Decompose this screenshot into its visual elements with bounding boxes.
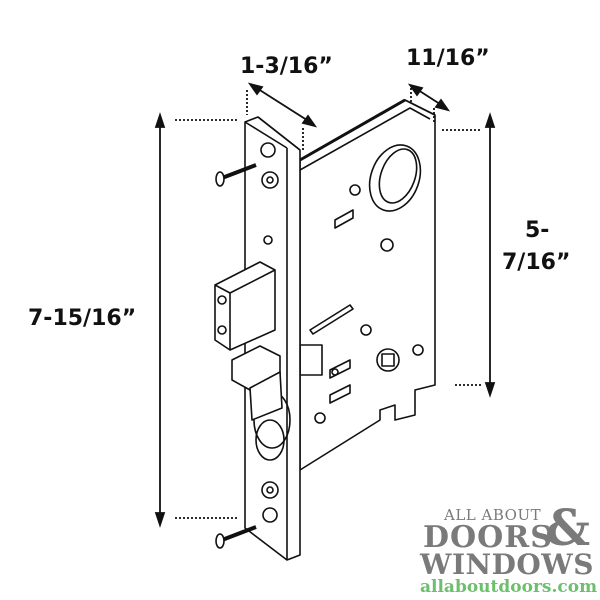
faceplate — [244, 116, 301, 561]
screw-icon — [215, 525, 257, 549]
logo-line2: DOORS — [423, 520, 553, 555]
case-height-label-line1: 5- — [525, 218, 550, 243]
case-height-label-line2: 7/16” — [502, 250, 571, 275]
logo-url[interactable]: allaboutdoors.com — [420, 577, 598, 597]
logo-ampersand: & — [545, 498, 591, 557]
logo-line3: WINDOWS — [420, 548, 594, 581]
screw-icon — [215, 163, 257, 187]
latch-bolt — [214, 261, 283, 421]
offset-dimension-label: 11/16” — [406, 46, 490, 71]
depth-dimension-label: 1-3/16” — [240, 54, 333, 79]
lock-case — [299, 98, 436, 471]
faceplate-height-label: 7-15/16” — [28, 306, 137, 331]
logo-line1: ALL ABOUT — [444, 506, 542, 524]
